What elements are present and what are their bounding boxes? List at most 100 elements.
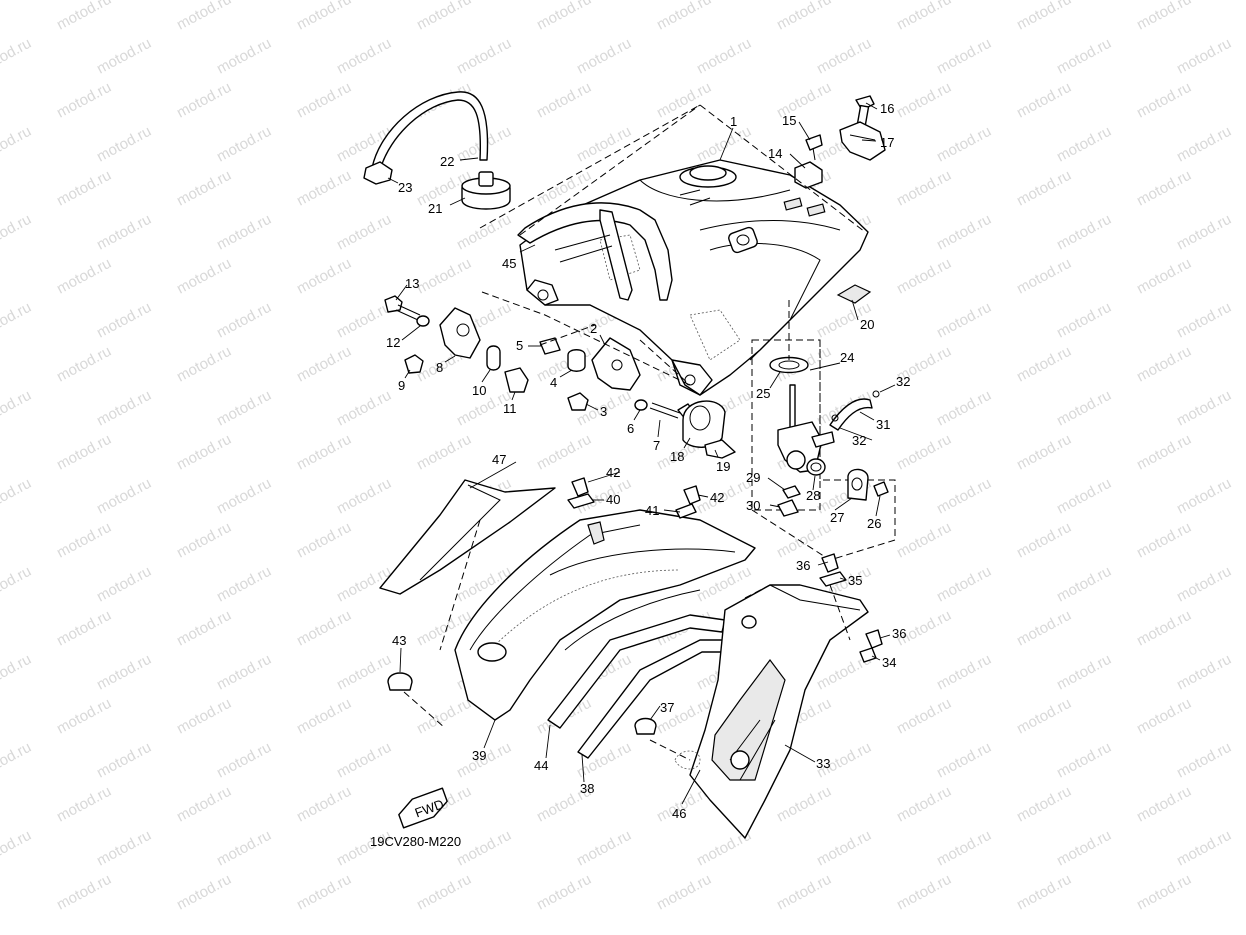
watermark-text: motod.ru	[1174, 123, 1234, 166]
watermark-text: motod.ru	[1174, 651, 1234, 694]
watermark-text: motod.ru	[1054, 827, 1114, 870]
watermark-text: motod.ru	[1134, 79, 1194, 122]
watermark-text: motod.ru	[54, 343, 114, 386]
part-label-33: 33	[816, 756, 830, 771]
part-label-1: 1	[730, 114, 737, 129]
tank-cover	[454, 509, 756, 721]
watermark-text: motod.ru	[894, 0, 954, 34]
upper-right-fasteners	[794, 95, 886, 189]
part-label-6: 6	[627, 421, 634, 436]
watermark-text: motod.ru	[214, 387, 274, 430]
watermark-text: motod.ru	[1054, 475, 1114, 518]
watermark-text: motod.ru	[934, 123, 994, 166]
watermark-text: motod.ru	[894, 431, 954, 474]
damper-pad	[836, 284, 872, 304]
part-label-5: 5	[516, 338, 523, 353]
part-label-13: 13	[405, 276, 419, 291]
part-label-37: 37	[660, 700, 674, 715]
watermark-text: motod.ru	[0, 827, 34, 870]
watermark-text: motod.ru	[0, 35, 34, 78]
part-label-47: 47	[492, 452, 506, 467]
watermark-text: motod.ru	[94, 211, 154, 254]
part-label-24: 24	[840, 350, 854, 365]
part-label-17: 17	[880, 135, 894, 150]
watermark-text: motod.ru	[294, 167, 354, 210]
breather-hose	[371, 91, 489, 171]
watermark-text: motod.ru	[294, 871, 354, 914]
watermark-text: motod.ru	[334, 651, 394, 694]
watermark-text: motod.ru	[414, 871, 474, 914]
watermark-text: motod.ru	[54, 871, 114, 914]
watermark-text: motod.ru	[1054, 123, 1114, 166]
watermark-text: motod.ru	[174, 343, 234, 386]
watermark-text: motod.ru	[1014, 167, 1074, 210]
part-label-45: 45	[502, 256, 516, 271]
part-label-25: 25	[756, 386, 770, 401]
watermark-text: motod.ru	[414, 695, 474, 738]
part-label-30: 30	[746, 498, 760, 513]
watermark-text: motod.ru	[214, 651, 274, 694]
part-label-46: 46	[672, 806, 686, 821]
watermark-text: motod.ru	[1054, 35, 1114, 78]
part-label-38: 38	[580, 781, 594, 796]
watermark-text: motod.ru	[0, 123, 34, 166]
watermark-text: motod.ru	[0, 211, 34, 254]
fuel-cock-cover	[682, 400, 736, 459]
watermark-text: motod.ru	[1174, 739, 1234, 782]
small-fasteners	[387, 477, 883, 735]
watermark-text: motod.ru	[1054, 651, 1114, 694]
watermark-text: motod.ru	[94, 35, 154, 78]
watermark-text: motod.ru	[174, 431, 234, 474]
part-label-35: 35	[848, 573, 862, 588]
watermark-text: motod.ru	[174, 167, 234, 210]
watermark-text: motod.ru	[94, 739, 154, 782]
watermark-text: motod.ru	[54, 0, 114, 34]
part-label-22: 22	[440, 154, 454, 169]
part-label-31: 31	[876, 417, 890, 432]
watermark-text: motod.ru	[934, 211, 994, 254]
part-label-23: 23	[398, 180, 412, 195]
watermark-text: motod.ru	[414, 255, 474, 298]
watermark-text: motod.ru	[1134, 167, 1194, 210]
fuel-cap	[461, 171, 511, 210]
part-label-41: 41	[645, 503, 659, 518]
watermark-text: motod.ru	[334, 211, 394, 254]
watermark-text: motod.ru	[534, 0, 594, 34]
watermark-text: motod.ru	[1014, 255, 1074, 298]
watermark-text: motod.ru	[894, 695, 954, 738]
part-label-7: 7	[653, 438, 660, 453]
watermark-text: motod.ru	[334, 739, 394, 782]
watermark-text: motod.ru	[214, 739, 274, 782]
watermark-text: motod.ru	[1134, 519, 1194, 562]
watermark-text: motod.ru	[574, 827, 634, 870]
watermark-text: motod.ru	[214, 123, 274, 166]
watermark-text: motod.ru	[1014, 695, 1074, 738]
watermark-text: motod.ru	[54, 167, 114, 210]
watermark-text: motod.ru	[774, 0, 834, 34]
mount-bracket-assembly	[384, 295, 695, 421]
watermark-text: motod.ru	[54, 695, 114, 738]
watermark-text: motod.ru	[1054, 387, 1114, 430]
part-label-19: 19	[716, 459, 730, 474]
watermark-text: motod.ru	[1134, 255, 1194, 298]
part-label-27: 27	[830, 510, 844, 525]
watermark-text: motod.ru	[54, 607, 114, 650]
watermark-text: motod.ru	[94, 387, 154, 430]
watermark-text: motod.ru	[334, 475, 394, 518]
watermark-text: motod.ru	[0, 563, 34, 606]
watermark-text: motod.ru	[0, 739, 34, 782]
watermark-text: motod.ru	[1014, 607, 1074, 650]
side-cover	[674, 584, 869, 839]
watermark-text: motod.ru	[1054, 299, 1114, 342]
watermark-text: motod.ru	[294, 519, 354, 562]
fuel-cock-assembly	[751, 339, 896, 561]
watermark-text: motod.ru	[0, 299, 34, 342]
watermark-text: motod.ru	[174, 519, 234, 562]
watermark-text: motod.ru	[934, 739, 994, 782]
watermark-text: motod.ru	[894, 519, 954, 562]
part-label-15: 15	[782, 113, 796, 128]
part-label-36-b: 36	[892, 626, 906, 641]
edge-strip	[547, 614, 726, 729]
part-label-40: 40	[606, 492, 620, 507]
